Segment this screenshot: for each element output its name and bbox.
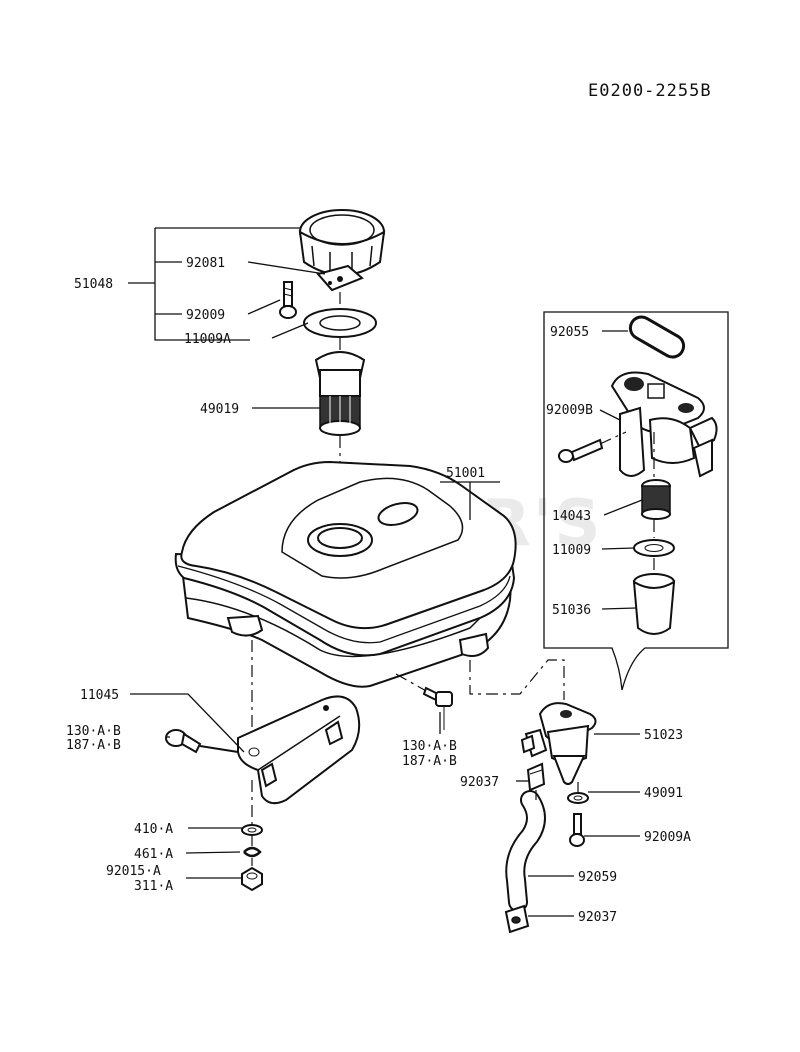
label-410a: 410·A — [134, 822, 173, 837]
label-92037-bottom: 92037 — [578, 910, 617, 925]
label-11009: 11009 — [552, 543, 591, 558]
fuel-cap — [298, 209, 386, 276]
label-11009a: 11009A — [184, 332, 231, 347]
strainer-filter — [314, 351, 366, 436]
nut-92015a — [241, 866, 263, 892]
cap-plate — [316, 264, 364, 292]
hose-clip-top — [526, 762, 546, 792]
fuel-cock-upper — [610, 371, 718, 478]
label-130ab-left: 130·A·B — [66, 724, 121, 739]
cap-screw — [279, 281, 297, 319]
label-51001: 51001 — [446, 466, 485, 481]
sediment-cup — [632, 573, 676, 635]
fuel-hose — [505, 790, 546, 912]
label-187ab-mid: 187·A·B — [402, 754, 457, 769]
label-92037-top: 92037 — [460, 775, 499, 790]
tank-bolt — [422, 686, 453, 730]
label-14043: 14043 — [552, 509, 591, 524]
label-92009a: 92009A — [644, 830, 691, 845]
label-51036: 51036 — [552, 603, 591, 618]
label-130ab-mid: 130·A·B — [402, 739, 457, 754]
label-51023: 51023 — [644, 728, 683, 743]
fuel-tank — [174, 460, 517, 688]
fuel-cock — [520, 702, 597, 785]
label-51048: 51048 — [74, 277, 113, 292]
inset-frame — [543, 311, 729, 691]
o-ring — [628, 315, 686, 359]
washer-49091 — [567, 792, 589, 804]
label-49091: 49091 — [644, 786, 683, 801]
inset-gasket — [633, 539, 675, 557]
label-92081: 92081 — [186, 256, 225, 271]
gasket — [303, 308, 377, 338]
diagram-code: E0200-2255B — [588, 81, 712, 101]
label-461a: 461·A — [134, 847, 173, 862]
spring-washer-461a — [243, 846, 262, 858]
mounting-bracket — [237, 695, 361, 805]
washer-410a — [241, 824, 263, 836]
hose-clip-bottom — [504, 904, 530, 934]
label-92015a: 92015·A — [106, 864, 161, 879]
label-187ab-left: 187·A·B — [66, 738, 121, 753]
label-92009: 92009 — [186, 308, 225, 323]
inset-screw — [558, 438, 604, 463]
label-311a: 311·A — [134, 879, 173, 894]
label-92009b: 92009B — [546, 403, 593, 418]
label-11045: 11045 — [80, 688, 119, 703]
label-92055: 92055 — [550, 325, 589, 340]
bracket-bolt — [165, 729, 239, 754]
screw-92009a — [569, 813, 585, 847]
label-49019: 49019 — [200, 402, 239, 417]
inset-filter-screen — [641, 479, 671, 520]
label-92059: 92059 — [578, 870, 617, 885]
